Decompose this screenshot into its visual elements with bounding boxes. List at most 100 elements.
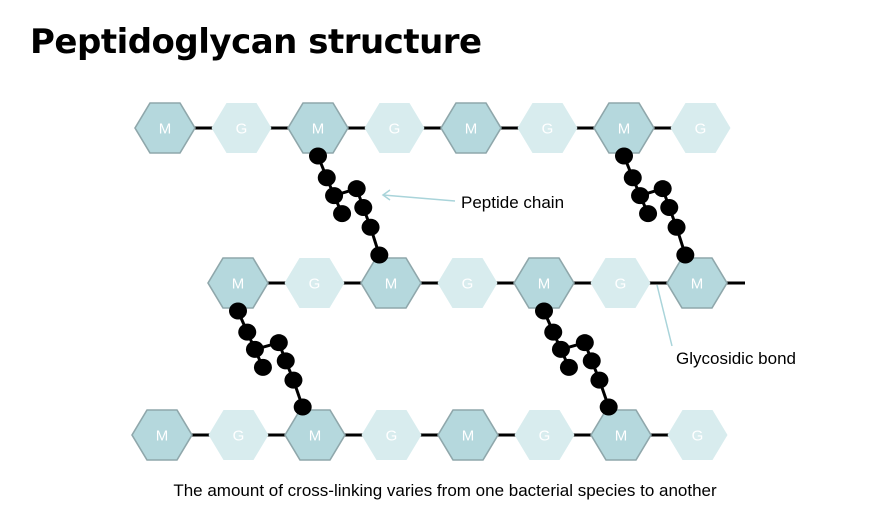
amino-acid-bead: [317, 169, 336, 187]
amino-acid-bead: [575, 334, 594, 352]
glcnac-unit: G: [517, 103, 578, 153]
sugar-label: G: [462, 276, 474, 293]
amino-acid-bead: [238, 323, 257, 341]
murnac-unit: M: [284, 409, 346, 461]
sugar-hexagon: [361, 410, 422, 460]
glcnac-unit: G: [514, 410, 575, 460]
sugar-label: M: [465, 121, 478, 138]
sugar-hexagon: [440, 102, 502, 154]
sugar-hexagon: [437, 258, 498, 308]
sugar-hexagon: [590, 258, 651, 308]
sugar-label: M: [385, 276, 398, 293]
amino-acid-bead: [615, 147, 633, 165]
amino-acid-bead: [276, 352, 295, 370]
sugar-hexagon: [513, 257, 575, 309]
amino-acid-bead: [639, 205, 658, 223]
sugar-label: G: [695, 121, 707, 138]
peptide-chain: [229, 302, 312, 416]
glycosidic-bond-pointer: [656, 284, 673, 347]
sugar-label: M: [618, 121, 631, 138]
glcnac-unit: G: [670, 103, 731, 153]
amino-acid-bead: [361, 218, 380, 236]
peptide-chain-label: Peptide chain: [461, 193, 564, 212]
sugar-label: M: [232, 276, 245, 293]
amino-acid-bead: [676, 246, 695, 264]
callouts: Peptide chain Glycosidic bond: [381, 189, 796, 368]
amino-acid-bead: [347, 180, 366, 198]
sugar-label: G: [236, 121, 248, 138]
murnac-unit: M: [440, 102, 502, 154]
amino-acid-bead: [623, 169, 642, 187]
murnac-unit: M: [134, 102, 196, 154]
amino-acid-bead: [667, 218, 686, 236]
caption: The amount of cross-linking varies from …: [173, 481, 717, 500]
murnac-unit: M: [593, 102, 655, 154]
sugar-hexagon: [131, 409, 193, 461]
sugar-label: G: [692, 428, 704, 445]
sugar-hexagon: [208, 410, 269, 460]
glcnac-unit: G: [361, 410, 422, 460]
sugar-label: G: [615, 276, 627, 293]
glcnac-unit: G: [590, 258, 651, 308]
sugar-label: M: [156, 428, 169, 445]
amino-acid-bead: [653, 180, 672, 198]
peptide-chain: [309, 147, 389, 264]
amino-acid-bead: [293, 398, 312, 416]
peptide-chain-arrowhead: [381, 189, 391, 201]
sugar-hexagon: [134, 102, 196, 154]
sugar-hexagon: [437, 409, 499, 461]
amino-acid-bead: [245, 340, 264, 358]
amino-acid-bead: [229, 302, 247, 320]
sugar-label: G: [389, 121, 401, 138]
sugar-hexagon: [287, 102, 349, 154]
sugar-hexagon: [593, 102, 655, 154]
sugar-label: M: [159, 121, 172, 138]
sugar-label: G: [309, 276, 321, 293]
murnac-unit: M: [437, 409, 499, 461]
sugar-label: M: [309, 428, 322, 445]
sugar-units: M G M G M G M G M G M G M G M M G M G M G M G: [131, 102, 731, 461]
sugar-hexagon: [670, 103, 731, 153]
amino-acid-bead: [284, 371, 303, 389]
sugar-hexagon: [207, 257, 269, 309]
glycosidic-bond-label: Glycosidic bond: [676, 349, 796, 368]
slide-title: Peptidoglycan structure: [30, 22, 482, 62]
amino-acid-bead: [354, 198, 373, 216]
peptide-chain-pointer: [382, 194, 456, 202]
amino-acid-bead: [544, 323, 563, 341]
murnac-unit: M: [287, 102, 349, 154]
murnac-unit: M: [131, 409, 193, 461]
sugar-label: G: [233, 428, 245, 445]
sugar-label: G: [539, 428, 551, 445]
amino-acid-bead: [370, 246, 389, 264]
amino-acid-bead: [590, 371, 609, 389]
glcnac-unit: G: [211, 103, 272, 153]
glcnac-unit: G: [364, 103, 425, 153]
sugar-hexagon: [514, 410, 575, 460]
sugar-label: M: [538, 276, 551, 293]
murnac-unit: M: [513, 257, 575, 309]
peptide-chain: [615, 147, 695, 264]
peptide-cross-links: [229, 147, 695, 416]
sugar-hexagon: [667, 410, 728, 460]
sugar-label: G: [542, 121, 554, 138]
amino-acid-bead: [535, 302, 553, 320]
murnac-unit: M: [207, 257, 269, 309]
amino-acid-bead: [309, 147, 327, 165]
murnac-unit: M: [360, 257, 422, 309]
amino-acid-bead: [333, 205, 352, 223]
sugar-label: M: [691, 276, 704, 293]
amino-acid-bead: [269, 334, 288, 352]
glcnac-unit: G: [667, 410, 728, 460]
murnac-unit: M: [590, 409, 652, 461]
sugar-hexagon: [284, 258, 345, 308]
amino-acid-bead: [559, 358, 578, 376]
sugar-label: M: [462, 428, 475, 445]
sugar-hexagon: [517, 103, 578, 153]
glcnac-unit: G: [284, 258, 345, 308]
sugar-hexagon: [364, 103, 425, 153]
amino-acid-bead: [599, 398, 618, 416]
sugar-label: G: [386, 428, 398, 445]
amino-acid-bead: [253, 358, 272, 376]
